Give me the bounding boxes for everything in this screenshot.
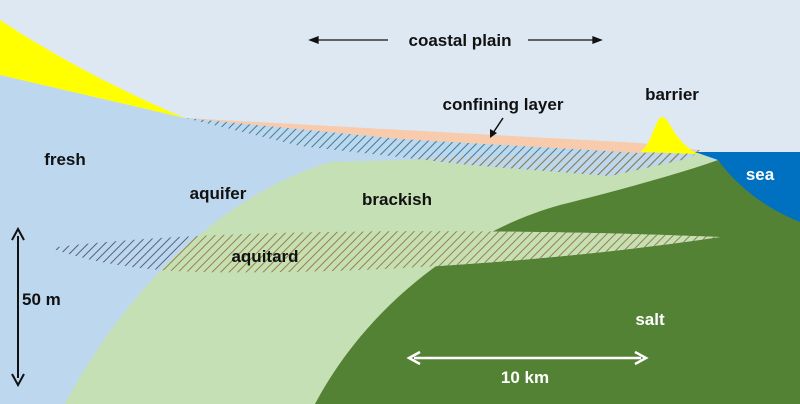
salt-zone — [315, 160, 800, 404]
horizontal-scale-arrow — [406, 350, 649, 366]
confining-layer — [185, 118, 700, 153]
horizontal-scale-label: 10 km — [501, 368, 549, 387]
barrier-label: barrier — [645, 85, 699, 104]
coastal-plain-label: coastal plain — [409, 31, 512, 50]
aquitard-lens-brackish — [65, 231, 720, 273]
sea — [695, 152, 800, 222]
vertical-scale-label: 50 m — [22, 290, 61, 309]
aquifer-label: aquifer — [190, 184, 247, 203]
aquitard-label: aquitard — [231, 247, 298, 266]
vertical-scale-arrow — [11, 226, 25, 388]
sea-label: sea — [746, 165, 775, 184]
fresh-label: fresh — [44, 150, 86, 169]
confining-layer-label: confining layer — [443, 95, 564, 114]
barrier-island — [640, 117, 698, 154]
dune-wedge — [0, 20, 185, 118]
brackish-label: brackish — [362, 190, 432, 209]
salt-label: salt — [635, 310, 665, 329]
confining-hatch-brackish — [185, 150, 700, 176]
confining-layer-arrow — [490, 117, 504, 138]
coastal-plain-arrows — [308, 36, 603, 44]
